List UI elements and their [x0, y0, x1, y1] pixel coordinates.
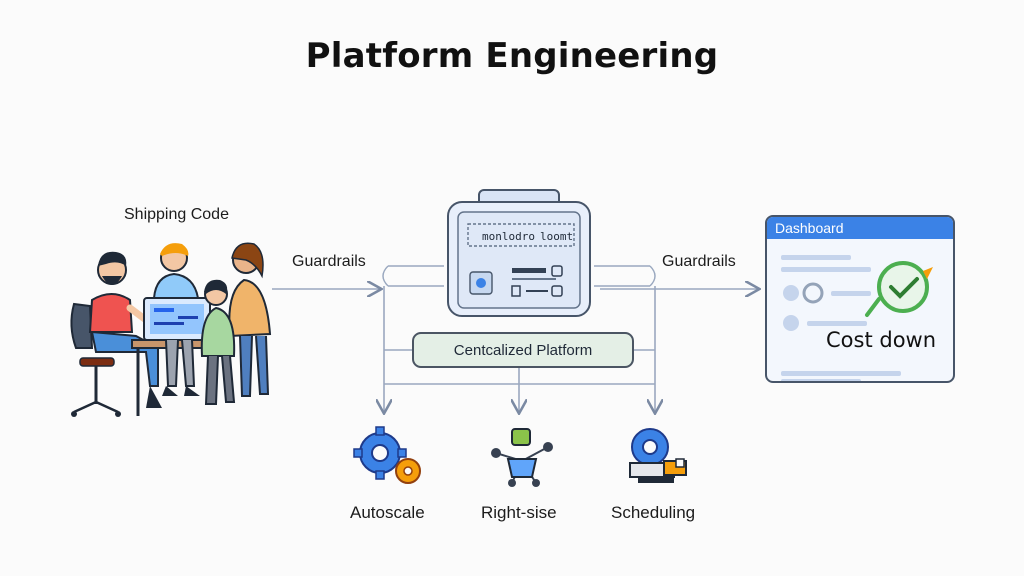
gears-icon — [353, 426, 421, 484]
scheduling-label: Scheduling — [611, 503, 696, 522]
scheduler-gear-icon — [629, 428, 687, 483]
autoscale-label: Autoscale — [350, 503, 425, 522]
guardrails-right-label: Guardrails — [662, 253, 736, 270]
cost-gauge-icon — [865, 261, 933, 317]
shipping-code-label: Shipping Code — [124, 206, 229, 223]
page-title: Platform Engineering — [305, 36, 719, 76]
dashboard-window: Dashboard — [765, 215, 955, 383]
guardrails-left-label: Guardrails — [292, 253, 366, 270]
right-size-label: Right-sise — [481, 503, 557, 522]
cost-down-label: Cost down — [826, 328, 937, 352]
network-node-icon — [491, 428, 553, 487]
platform-monitor-icon: monlodro loomt — [447, 189, 591, 317]
team-illustration — [70, 242, 272, 417]
centralized-platform-box: Centcalized Platform — [412, 332, 634, 368]
dashboard-content — [781, 255, 933, 381]
screen-text-1: monlodro — [482, 230, 535, 243]
dashboard-titlebar: Dashboard — [767, 217, 953, 239]
screen-text-2: loomt — [540, 230, 573, 243]
